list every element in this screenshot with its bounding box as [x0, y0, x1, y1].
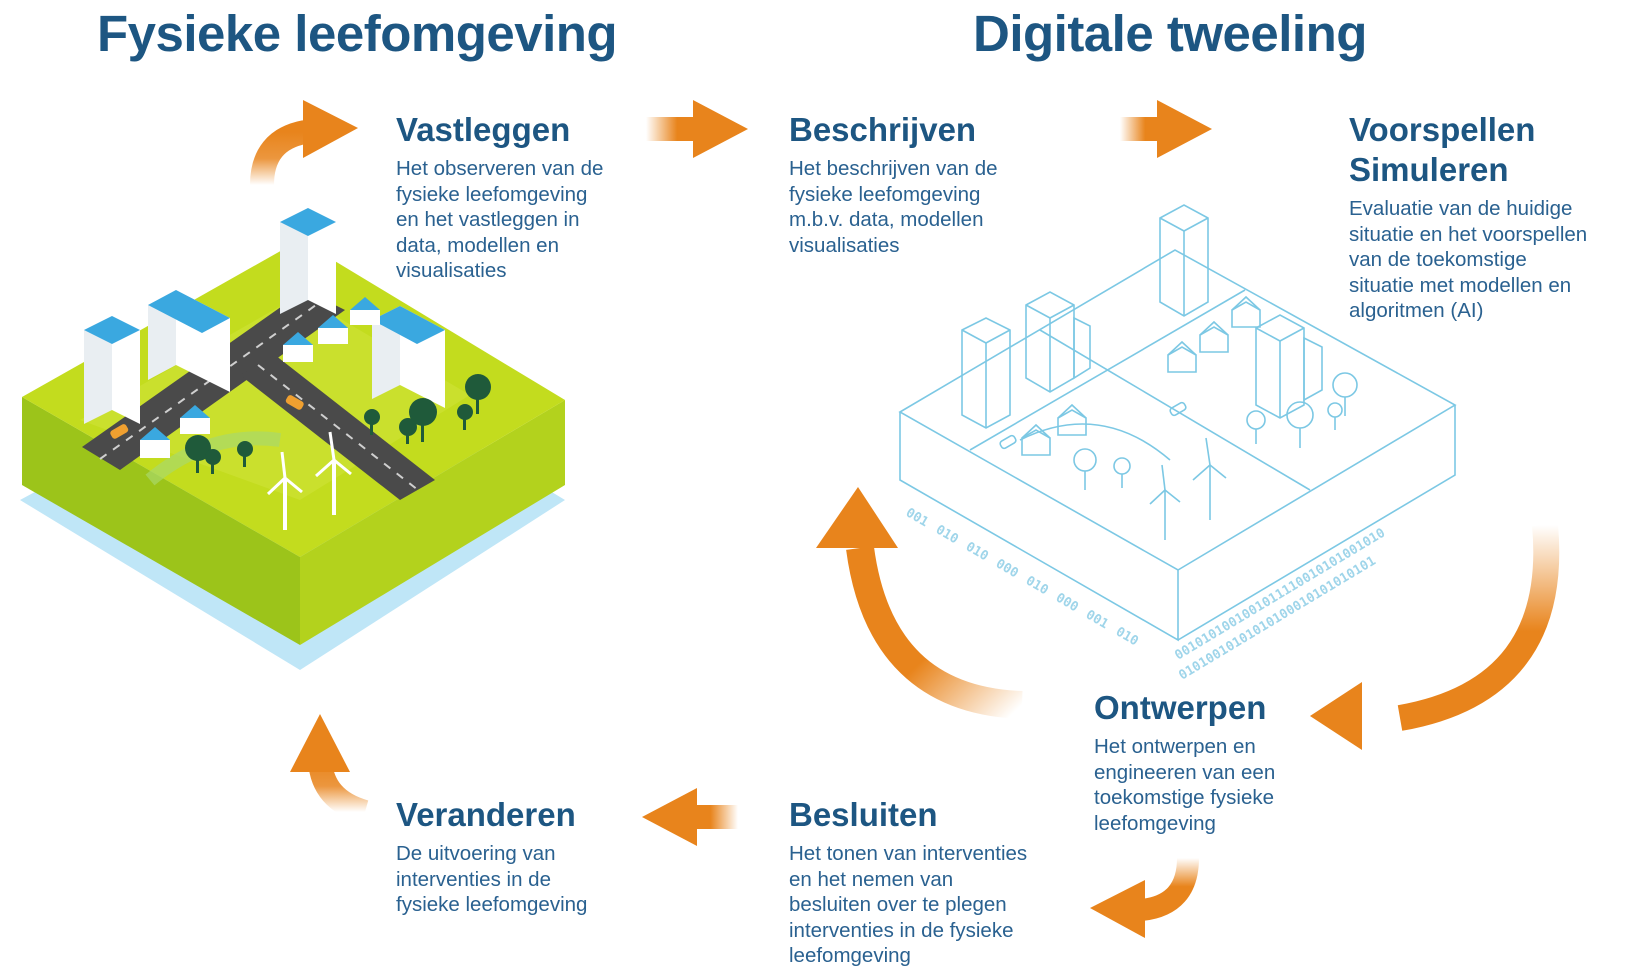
- arrow-to-voorspellen: [1120, 100, 1212, 158]
- binary-digit-group: 000: [1053, 590, 1081, 615]
- binary-right-edge-1: 0010101001001011110010101001010: [1172, 526, 1388, 664]
- step-description: De uitvoering van interventies in de fys…: [396, 842, 588, 916]
- step-title: Besluiten: [789, 796, 938, 833]
- title-digital-twin: Digitale tweeling: [973, 5, 1367, 62]
- title-physical-environment: Fysieke leefomgeving: [97, 5, 618, 62]
- step-veranderen: Veranderen De uitvoering van interventie…: [396, 795, 646, 918]
- step-ontwerpen: Ontwerpen Het ontwerpen en engineeren va…: [1094, 688, 1324, 836]
- binary-stream: 0010101001001011110010101001010 01010010…: [903, 505, 1388, 683]
- wind-turbines: [266, 431, 352, 530]
- arrow-to-fysiek: [290, 714, 369, 824]
- step-vastleggen: Vastleggen Het observeren van de fysieke…: [396, 110, 646, 284]
- step-title: Ontwerpen: [1094, 689, 1267, 726]
- step-title: Voorspellen Simuleren: [1349, 111, 1536, 188]
- step-description: Het ontwerpen en engineeren van een toek…: [1094, 735, 1276, 835]
- arrow-to-ontwerpen: [1310, 523, 1560, 750]
- trees: [185, 374, 491, 474]
- binary-digit-group: 010: [1023, 573, 1051, 598]
- twin-houses: [1021, 295, 1261, 456]
- arrow-to-besluiten: [1090, 857, 1199, 938]
- step-voorspellen-simuleren: Voorspellen Simuleren Evaluatie van de h…: [1349, 110, 1629, 324]
- step-title: Beschrijven: [789, 111, 977, 148]
- step-title: Veranderen: [396, 796, 576, 833]
- step-beschrijven: Beschrijven Het beschrijven van de fysie…: [789, 110, 1039, 258]
- twin-buildings: [961, 204, 1323, 429]
- binary-digit-group: 001: [903, 505, 931, 530]
- digital-twin-illustration: [898, 204, 1457, 642]
- step-description: Het beschrijven van de fysieke leefomgev…: [789, 157, 998, 257]
- houses: [140, 297, 380, 458]
- binary-digit-group: 000: [993, 556, 1021, 581]
- arrow-to-veranderen: [642, 788, 738, 846]
- step-besluiten: Besluiten Het tonen van interventies en …: [789, 795, 1069, 969]
- office-building-right: [372, 306, 445, 408]
- binary-digit-group: 010: [963, 539, 991, 564]
- step-description: Evaluatie van de huidige situatie en het…: [1349, 197, 1588, 322]
- arrow-to-vastleggen: [250, 100, 358, 186]
- arrow-to-beschrijven: [646, 100, 748, 158]
- physical-city-illustration: [20, 208, 565, 670]
- twin-trees: [1073, 372, 1358, 490]
- tower-building: [280, 208, 336, 314]
- binary-digit-group: 001: [1083, 607, 1111, 632]
- binary-right-edge-2: 01010010101010100010101010101: [1176, 554, 1378, 684]
- cycle-arrows: [250, 100, 1560, 938]
- island-right-side: [300, 400, 565, 645]
- step-title: Vastleggen: [396, 111, 571, 148]
- binary-digit-group: 010: [1113, 624, 1141, 649]
- island-left-side: [22, 397, 300, 645]
- office-building-middle: [148, 290, 230, 392]
- arrow-ontwerpen-to-twin: [816, 487, 1023, 719]
- step-description: Het observeren van de fysieke leefomgevi…: [396, 157, 604, 282]
- step-description: Het tonen van interventies en het nemen …: [789, 842, 1028, 967]
- twin-turbines: [1149, 437, 1227, 540]
- office-building-left: [84, 316, 140, 424]
- binary-digit-group: 010: [933, 522, 961, 547]
